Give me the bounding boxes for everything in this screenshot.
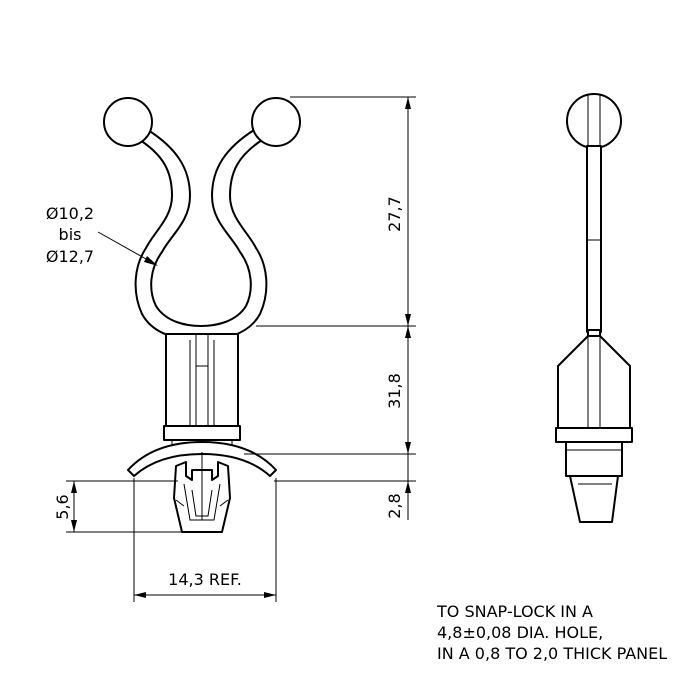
- stem: [165, 333, 239, 427]
- side-wedge: [557, 335, 631, 429]
- note-line-2: 4,8±0,08 DIA. HOLE,: [437, 623, 604, 642]
- side-view: [555, 93, 633, 523]
- note-line-3: IN A 0,8 TO 2,0 THICK PANEL: [437, 644, 668, 663]
- collar: [163, 425, 241, 441]
- dim-height-panel: 2,8: [385, 493, 404, 518]
- dim-height-upper: 27,7: [385, 196, 404, 232]
- left-ball: [103, 97, 153, 147]
- dim-height-middle: 31,8: [385, 373, 404, 409]
- dim-width-ref: 14,3 REF.: [168, 570, 242, 589]
- note-line-1: TO SNAP-LOCK IN A: [437, 602, 593, 621]
- side-ball: [566, 93, 622, 149]
- dimension-lines: [66, 96, 416, 602]
- side-collar: [555, 427, 633, 443]
- right-ball: [251, 97, 301, 147]
- dim-diameter-min: Ø10,2: [46, 204, 94, 223]
- dim-height-head: 5,6: [53, 494, 72, 519]
- clip-loop: [134, 129, 268, 341]
- dim-diameter-join: bis: [59, 225, 82, 244]
- dim-diameter-max: Ø12,7: [46, 247, 94, 266]
- umbrella-washer: [127, 441, 277, 477]
- side-shaft: [586, 145, 602, 333]
- front-view: [103, 97, 301, 533]
- side-tip: [569, 475, 619, 523]
- installation-note: TO SNAP-LOCK IN A 4,8±0,08 DIA. HOLE, IN…: [437, 601, 667, 664]
